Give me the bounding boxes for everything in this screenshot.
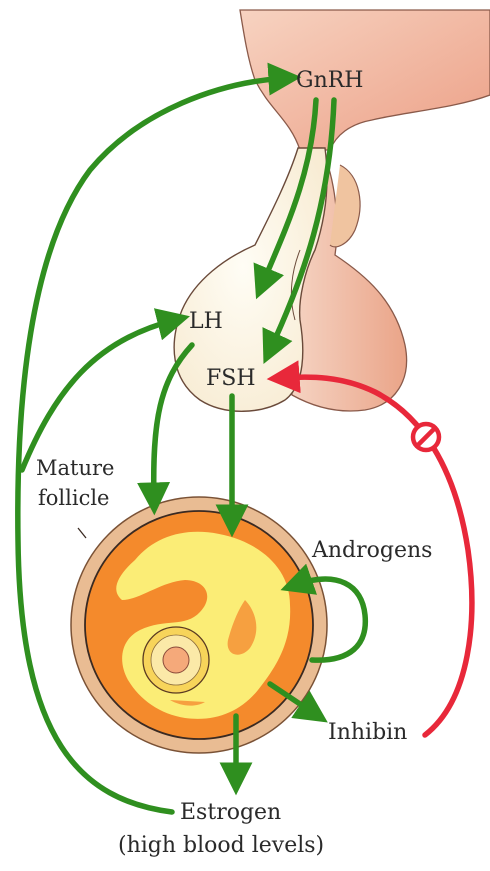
fsh-label: FSH <box>206 366 256 391</box>
mature-follicle-label-line2: follicle <box>38 486 109 510</box>
oocyte-nucleus <box>163 647 189 673</box>
inhibin-label: Inhibin <box>328 720 407 745</box>
estrogen-label: Estrogen <box>180 800 281 825</box>
inhibition-symbol-icon <box>413 424 439 450</box>
lh-label: LH <box>189 309 223 334</box>
mature-follicle <box>71 497 327 753</box>
mature-follicle-label-line1: Mature <box>36 456 114 480</box>
gnrh-label: GnRH <box>296 68 364 93</box>
androgens-label: Androgens <box>311 538 432 563</box>
follicle-label-leader <box>78 528 86 538</box>
estrogen-note-label: (high blood levels) <box>118 833 324 858</box>
